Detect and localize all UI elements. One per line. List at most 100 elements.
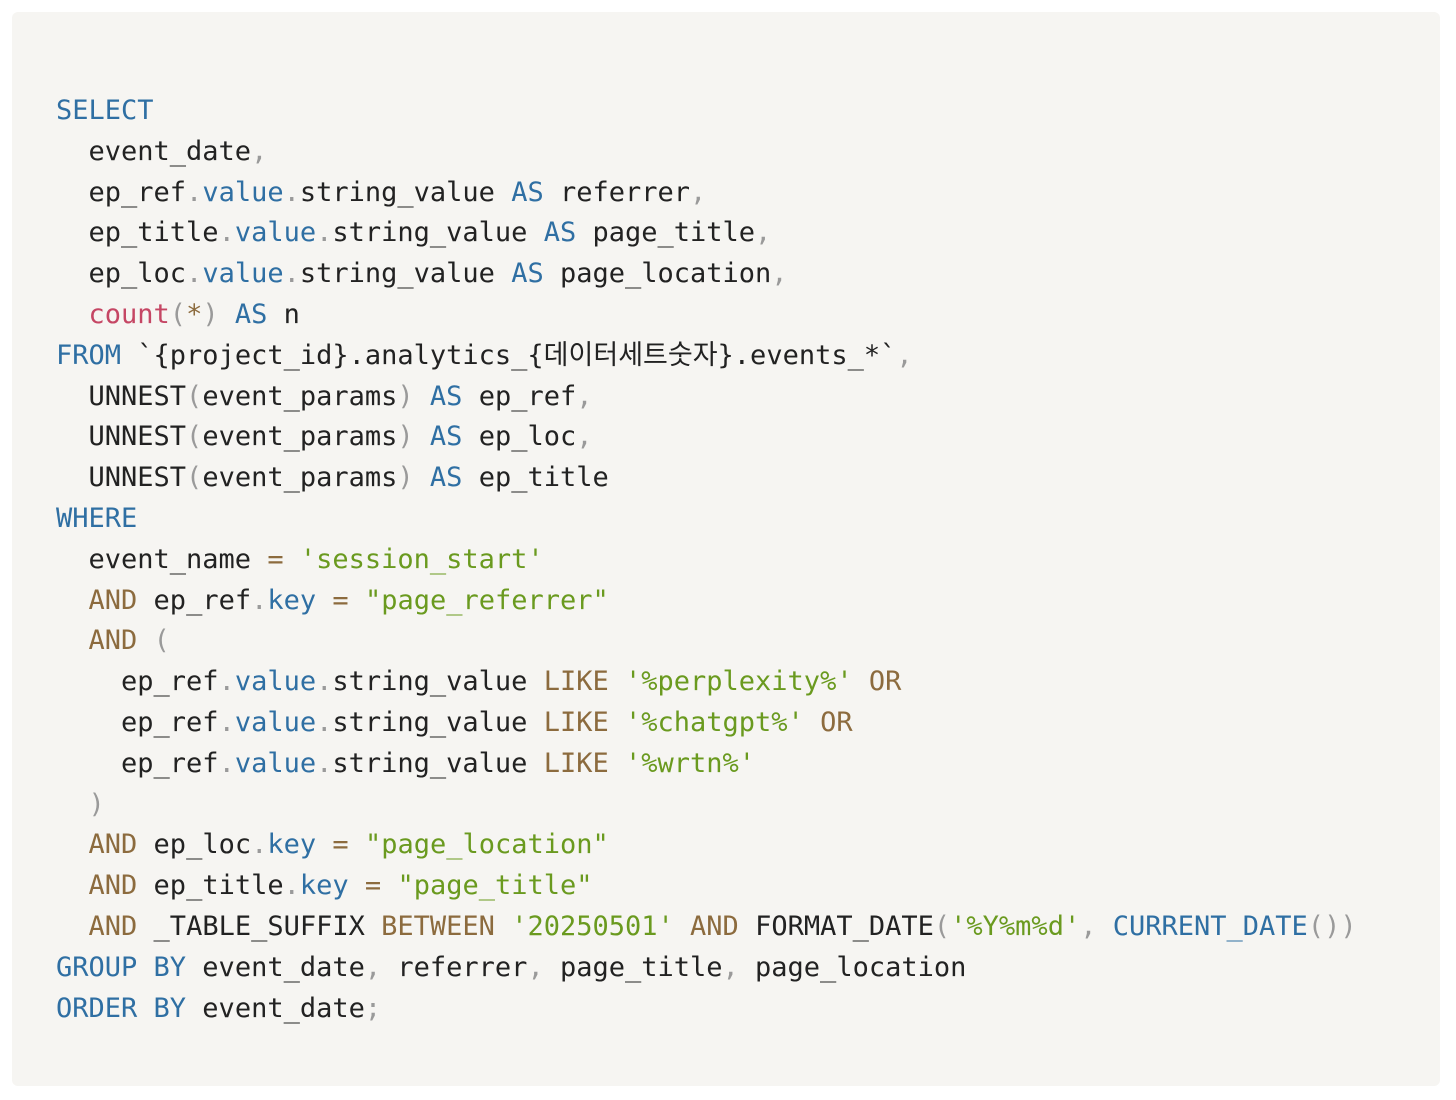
code-token: . — [186, 176, 203, 208]
code-token: _TABLE_SUFFIX — [137, 910, 382, 942]
code-token: value — [234, 747, 317, 779]
code-token — [137, 625, 153, 656]
code-token: , — [576, 380, 593, 412]
code-line: ep_ref.value.string_value LIKE '%wrtn%' — [56, 744, 1357, 785]
code-token: count — [88, 298, 170, 330]
code-token: 'session_start' — [299, 543, 544, 575]
code-token: , — [364, 951, 382, 983]
code-token: ( — [186, 421, 203, 453]
code-token: . — [283, 258, 300, 290]
code-token: string_value — [332, 217, 544, 249]
code-token: ) — [202, 298, 219, 330]
code-token: . — [283, 176, 300, 208]
code-token — [609, 707, 625, 738]
sql-code[interactable]: SELECT event_date, ep_ref.value.string_v… — [56, 91, 1357, 1029]
code-token: AND — [88, 584, 138, 616]
code-token: AS — [429, 462, 463, 494]
code-token: '%wrtn%' — [625, 747, 756, 779]
code-line: ) — [56, 785, 1357, 826]
code-token: , — [755, 217, 772, 249]
code-token: = — [332, 584, 349, 616]
code-token — [804, 707, 820, 738]
code-line: FROM `{project_id}.analytics_{데이터세트숫자}.e… — [56, 336, 1357, 377]
code-token: . — [316, 706, 333, 738]
code-token: ; — [364, 992, 382, 1024]
code-token: ( — [153, 625, 170, 657]
code-token — [349, 829, 365, 860]
code-token: ) — [397, 380, 414, 412]
code-token: FORMAT_DATE — [738, 910, 934, 942]
code-token: LIKE — [543, 706, 609, 738]
code-token: WHERE — [56, 502, 138, 534]
code-token: OR — [820, 706, 853, 738]
code-token: ( — [186, 462, 203, 494]
code-token: string_value — [299, 176, 512, 208]
code-token: AS — [429, 421, 463, 453]
code-token: value — [202, 176, 284, 208]
code-token — [56, 299, 89, 330]
code-token — [56, 625, 89, 656]
code-token: event_date — [186, 951, 365, 983]
code-token: ()) — [1307, 910, 1357, 942]
code-token: . — [283, 870, 300, 902]
code-token — [284, 544, 300, 575]
code-token: ( — [186, 380, 203, 412]
code-token: GROUP BY — [56, 951, 187, 983]
code-token: ep_ref — [462, 380, 577, 412]
code-token: value — [234, 666, 317, 698]
code-token: UNNEST — [56, 462, 187, 494]
code-line: UNNEST(event_params) AS ep_title — [56, 458, 1357, 499]
code-token: ) — [88, 788, 105, 820]
code-token — [414, 462, 430, 493]
code-token: "page_title" — [397, 870, 593, 902]
code-line: WHERE — [56, 499, 1357, 540]
code-line: ep_ref.value.string_value LIKE '%chatgpt… — [56, 703, 1357, 744]
code-token — [609, 666, 625, 697]
code-token: FROM — [56, 339, 122, 371]
code-token: . — [251, 584, 268, 616]
code-token: page_location — [543, 258, 772, 290]
code-block: SELECT event_date, ep_ref.value.string_v… — [12, 12, 1440, 1086]
code-token: ep_ref — [56, 747, 219, 779]
code-token: ep_ref — [56, 706, 219, 738]
code-line: GROUP BY event_date, referrer, page_titl… — [56, 948, 1357, 989]
code-token: , — [527, 951, 544, 983]
code-token: . — [218, 217, 235, 249]
code-token: AND — [88, 625, 138, 657]
code-line: ORDER BY event_date; — [56, 989, 1357, 1030]
code-token: ep_title — [462, 462, 609, 494]
code-token: ) — [397, 462, 414, 494]
code-token: AS — [429, 380, 463, 412]
code-token: event_date — [186, 992, 365, 1024]
code-token: string_value — [299, 258, 512, 290]
code-token: AND — [88, 870, 138, 902]
code-token: . — [218, 706, 235, 738]
code-token: , — [251, 135, 268, 167]
code-token: ep_loc — [462, 421, 577, 453]
code-line: event_name = 'session_start' — [56, 540, 1357, 581]
code-token — [609, 748, 625, 779]
code-line: UNNEST(event_params) AS ep_ref, — [56, 377, 1357, 418]
code-token: page_location — [738, 951, 967, 983]
code-token: CURRENT_DATE — [1112, 910, 1308, 942]
code-token: value — [202, 258, 284, 290]
code-token: '%chatgpt%' — [625, 706, 804, 738]
code-token: OR — [868, 666, 902, 698]
code-token: = — [364, 870, 382, 902]
code-token — [219, 299, 235, 330]
code-token: . — [251, 829, 268, 861]
code-line: AND ep_loc.key = "page_location" — [56, 825, 1357, 866]
code-token: ep_loc — [56, 258, 187, 290]
code-token: n — [267, 298, 300, 330]
code-token: AS — [234, 298, 268, 330]
code-token: , — [690, 176, 707, 208]
code-token: `{project_id}.analytics_{데이터세트숫자}.events… — [121, 339, 897, 371]
code-token: '20250501' — [511, 910, 674, 942]
code-token: ORDER BY — [56, 992, 187, 1024]
code-token: "page_location" — [364, 829, 609, 861]
code-token: event_params — [202, 380, 398, 412]
code-line: ep_ref.value.string_value AS referrer, — [56, 173, 1357, 214]
code-token — [56, 911, 89, 942]
code-token: page_title — [543, 951, 723, 983]
code-token: * — [186, 298, 203, 330]
